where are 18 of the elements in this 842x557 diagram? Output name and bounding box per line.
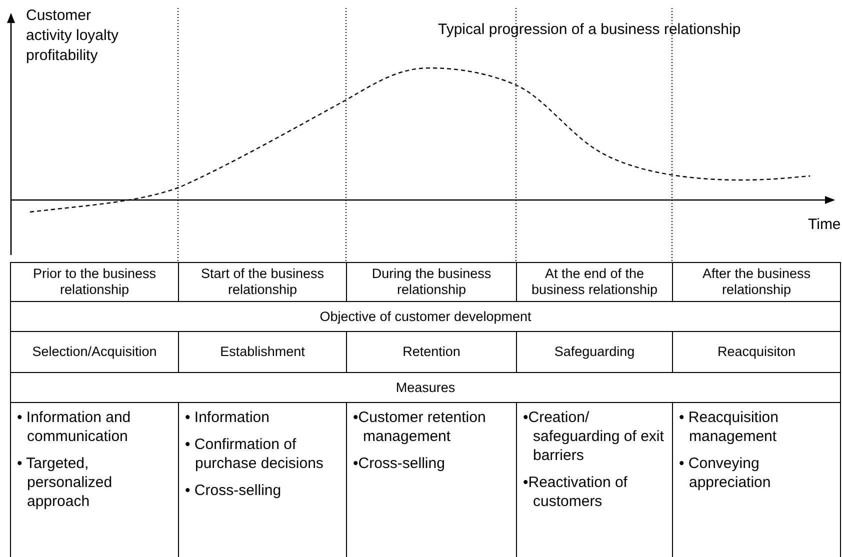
list-item: •Creation/ safeguarding of exit barriers xyxy=(523,408,665,465)
list-item: •Reactivation of customers xyxy=(523,473,628,511)
list-item: • Information and communication xyxy=(17,408,132,446)
list-item: • Confirmation of purchase decisions xyxy=(185,435,324,473)
list-item: • Reacquisition management xyxy=(679,408,780,446)
list-item: • Targeted, personalized approach xyxy=(17,454,114,511)
axis-label: Time xyxy=(808,215,841,235)
list-item: • Conveying appreciation xyxy=(679,454,772,492)
section-heading: Objective of customer development xyxy=(10,301,841,332)
chart-title: Typical progression of a business relationship xyxy=(438,20,741,40)
list-item: • Cross-selling xyxy=(185,481,282,500)
list-item: •Cross-selling xyxy=(353,454,446,473)
list-item: •Customer retention management xyxy=(353,408,487,446)
phase-heading: After the business relationship xyxy=(672,262,841,302)
axis-label: Customer activity loyalty profitability xyxy=(26,6,120,66)
phase-heading: Prior to the business relationship xyxy=(10,262,179,302)
list-item: • Information xyxy=(185,408,270,427)
section-heading: Measures xyxy=(10,372,841,403)
